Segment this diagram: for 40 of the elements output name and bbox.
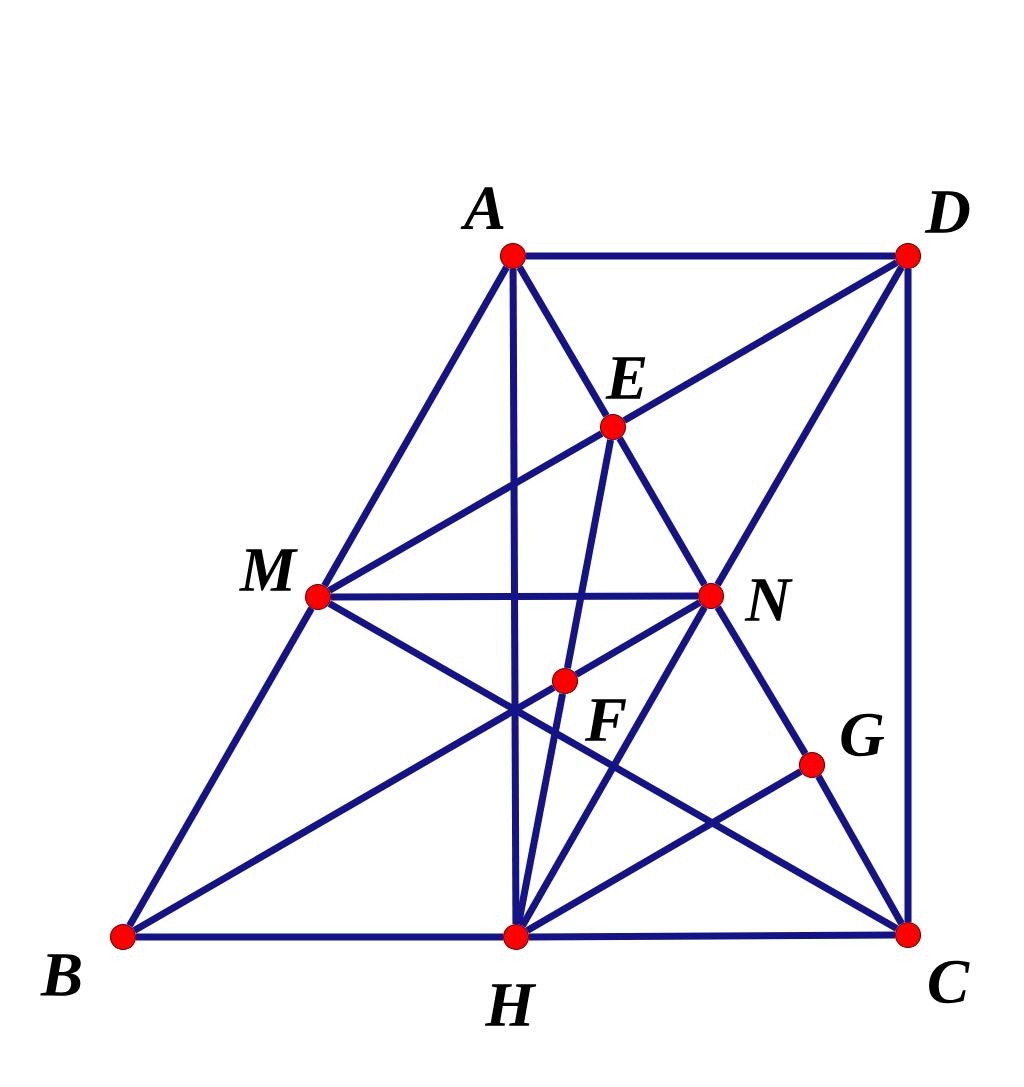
node-label: B (40, 954, 81, 996)
line-segment (563, 439, 615, 669)
line-segment (331, 592, 698, 601)
point: G (799, 713, 885, 779)
node-label: A (460, 187, 504, 229)
point: E (600, 357, 646, 441)
point: N (698, 579, 793, 621)
line-segment (126, 606, 315, 928)
line-segment (616, 436, 708, 587)
point: A (460, 187, 527, 270)
line-segment (815, 774, 905, 926)
node-label: D (924, 191, 970, 233)
node-label: G (841, 713, 885, 757)
line-segment (574, 599, 702, 678)
line-segment (714, 605, 809, 756)
node-label: H (484, 984, 537, 1026)
line-segment (516, 265, 610, 418)
node-label: N (744, 579, 793, 621)
line-segment (327, 600, 899, 932)
node-label: F (584, 699, 627, 741)
line-segment (515, 693, 566, 925)
point: B (40, 924, 137, 996)
line-segment (525, 768, 803, 934)
node-label: C (929, 960, 970, 1004)
line-segment (519, 605, 708, 928)
point: M (239, 549, 332, 611)
line-segment (714, 265, 905, 587)
point: F (552, 668, 627, 741)
node-label: E (605, 357, 646, 399)
point: H (484, 924, 537, 1026)
line-segment (327, 430, 604, 594)
line-segment (529, 931, 895, 941)
line-segment (509, 269, 520, 924)
line-segment (622, 259, 899, 424)
point: C (895, 922, 970, 1004)
point: D (895, 191, 970, 270)
line-segment (132, 684, 556, 934)
line-segment (321, 265, 510, 588)
line-segment (904, 269, 912, 922)
node-label: M (239, 549, 298, 591)
